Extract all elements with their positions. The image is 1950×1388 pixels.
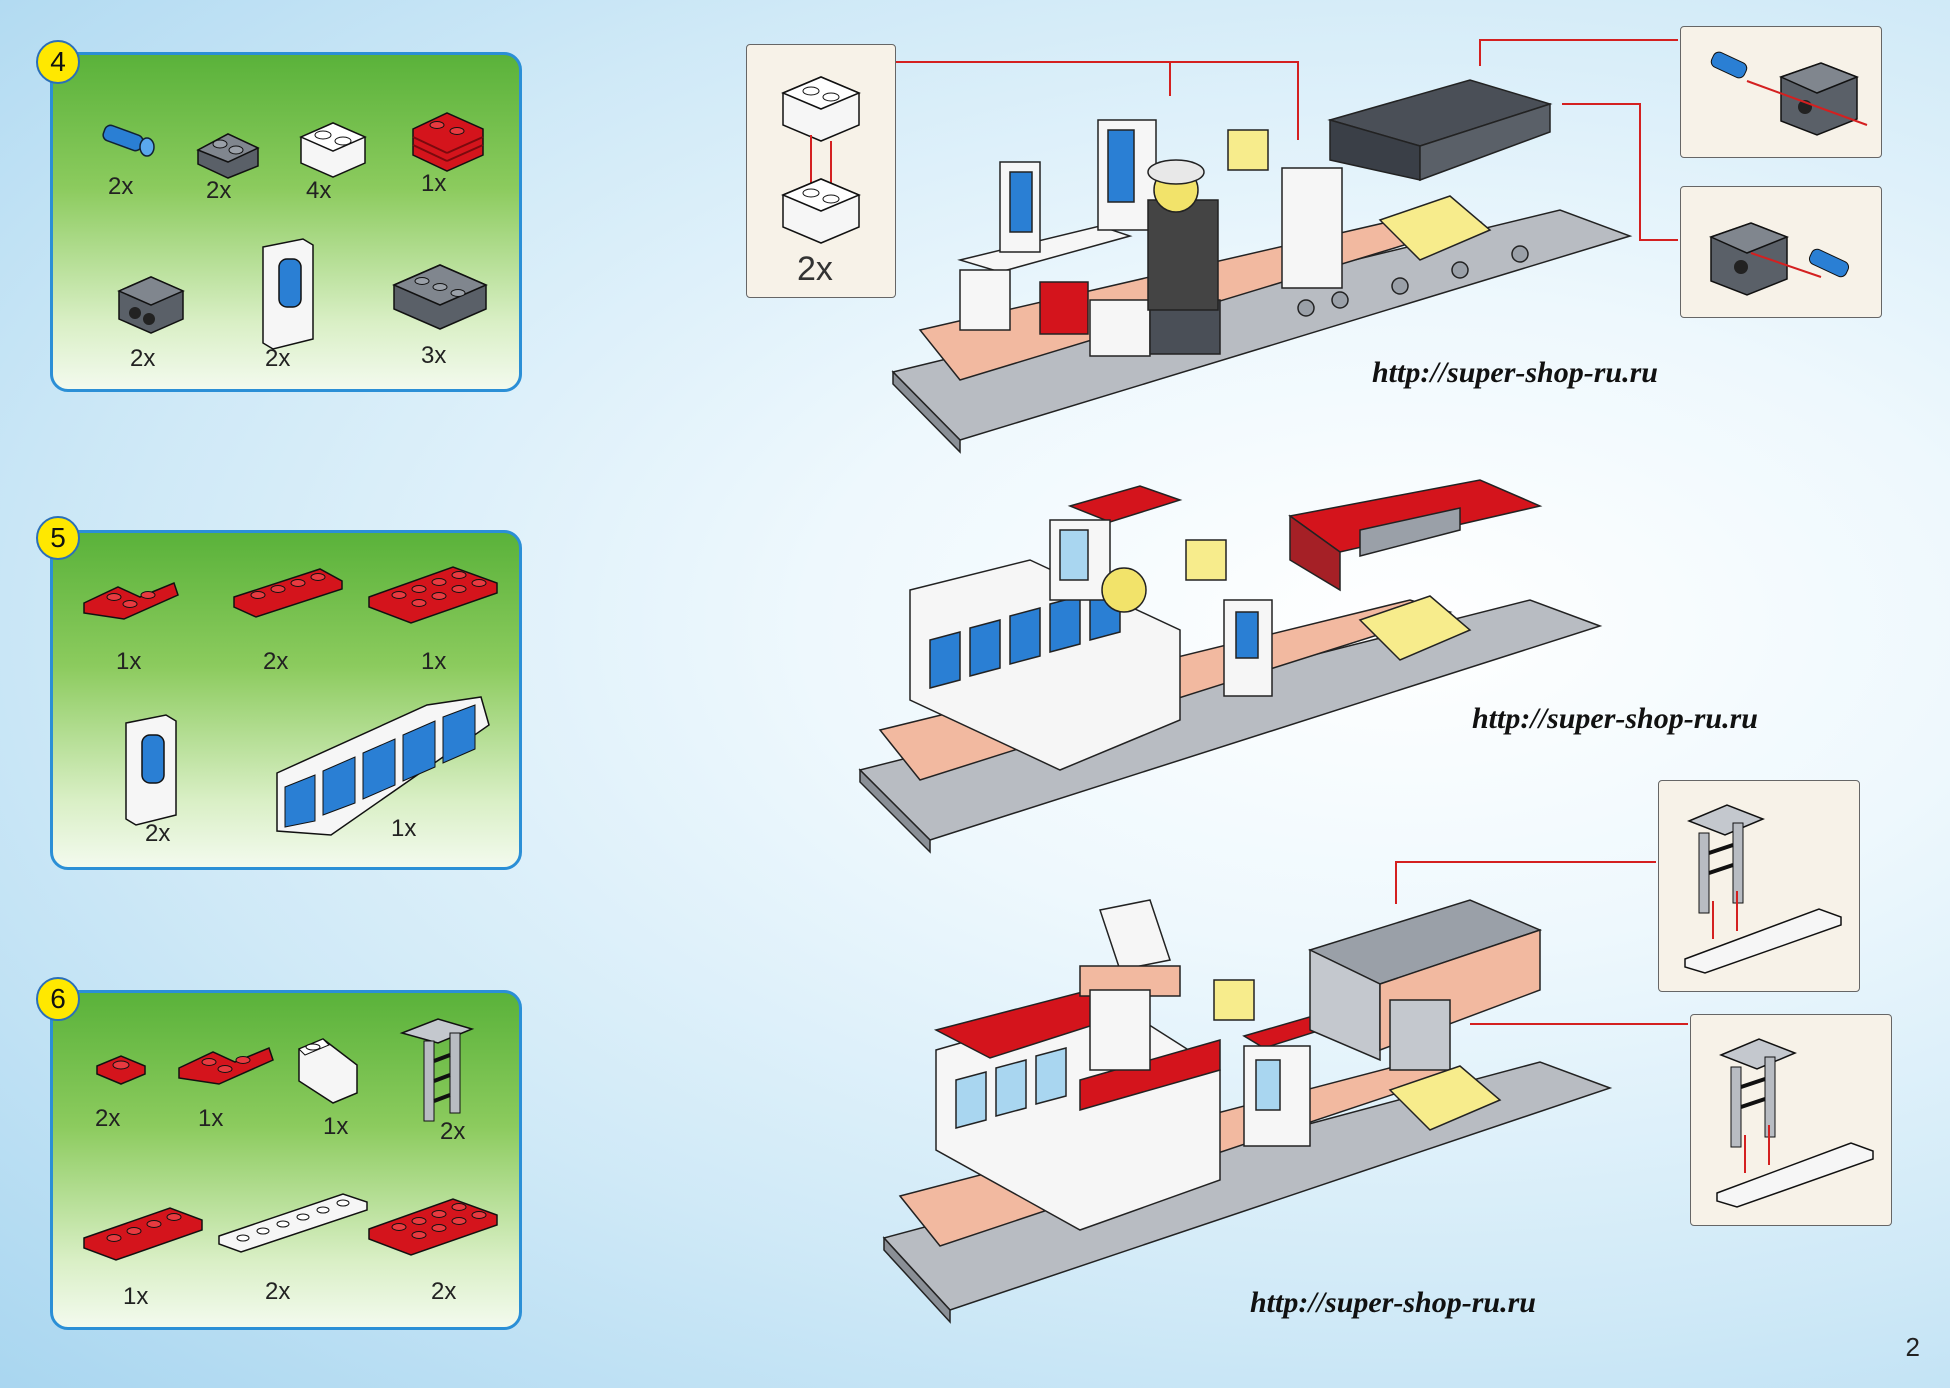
white-slope-part [298, 1038, 358, 1104]
qty-label: 2x [265, 345, 291, 372]
step-number-badge: 6 [36, 977, 80, 1021]
red-plate-1x4-part [83, 1207, 203, 1261]
qty-label: 2x [263, 648, 289, 675]
red-plate-2x4-part [368, 566, 498, 624]
red-plate-1x1-part [96, 1055, 146, 1085]
white-door-part [262, 238, 314, 350]
technic-pin-icon [1708, 222, 1850, 296]
qty-label: 1x [391, 815, 417, 842]
inset-ladder-top [1658, 780, 1860, 992]
technic-pin-icon [1710, 51, 1868, 136]
step-4-panel: 2x 2x 4x 1x 2x 2x 3x [50, 52, 522, 392]
inset-technic-pin-top [1680, 26, 1882, 158]
qty-label: 2x [95, 1105, 121, 1132]
model-step-6 [882, 899, 1613, 1324]
white-bricks-stack-icon [781, 76, 861, 244]
qty-label: 2x [431, 1278, 457, 1305]
grey-ladder-part [399, 1018, 475, 1122]
red-grille-part [412, 112, 484, 172]
white-plate-1x6-part [218, 1193, 368, 1253]
red-corner-plate-part [83, 582, 179, 620]
red-corner-plate-part [178, 1047, 274, 1085]
qty-label: 1x [198, 1105, 224, 1132]
qty-label: 2x [265, 1278, 291, 1305]
step-6-panel: 2x 1x 1x 2x 1x 2x 2x [50, 990, 522, 1330]
inset-qty-label: 2x [797, 250, 833, 288]
model-step-5 [858, 479, 1603, 854]
watermark-url: http://super-shop-ru.ru [1472, 702, 1758, 735]
watermark-url: http://super-shop-ru.ru [1250, 1286, 1536, 1319]
blue-pin-part [102, 124, 155, 157]
ladder-icon [1684, 804, 1842, 974]
qty-label: 1x [123, 1283, 149, 1310]
qty-label: 2x [440, 1118, 466, 1145]
step-5-panel: 1x 2x 1x 2x 1x [50, 530, 522, 870]
qty-label: 2x [145, 820, 171, 847]
dark-slope-part [196, 133, 260, 179]
red-plate-1x4-part [233, 568, 343, 618]
dark-brick-part [392, 264, 488, 330]
qty-label: 2x [130, 345, 156, 372]
inset-white-bricks: 2x [746, 44, 896, 298]
white-door-part [125, 714, 177, 826]
step-number-badge: 4 [36, 40, 80, 84]
page-number: 2 [1905, 1332, 1920, 1362]
red-plate-2x4-part [368, 1198, 498, 1256]
white-brick-part [299, 122, 367, 178]
qty-label: 1x [421, 648, 447, 675]
inset-technic-pin-bottom [1680, 186, 1882, 318]
watermark-url: http://super-shop-ru.ru [1372, 356, 1658, 389]
qty-label: 1x [323, 1113, 349, 1140]
qty-label: 2x [206, 177, 232, 204]
white-windshield-part [276, 696, 490, 836]
qty-label: 1x [421, 170, 447, 197]
qty-label: 1x [116, 648, 142, 675]
dark-technic-part [117, 276, 185, 334]
model-step-4 [891, 79, 1633, 454]
step-number-badge: 5 [36, 516, 80, 560]
ladder-icon [1716, 1038, 1874, 1208]
inset-ladder-bottom [1690, 1014, 1892, 1226]
qty-label: 3x [421, 342, 447, 369]
qty-label: 4x [306, 177, 332, 204]
qty-label: 2x [108, 173, 134, 200]
